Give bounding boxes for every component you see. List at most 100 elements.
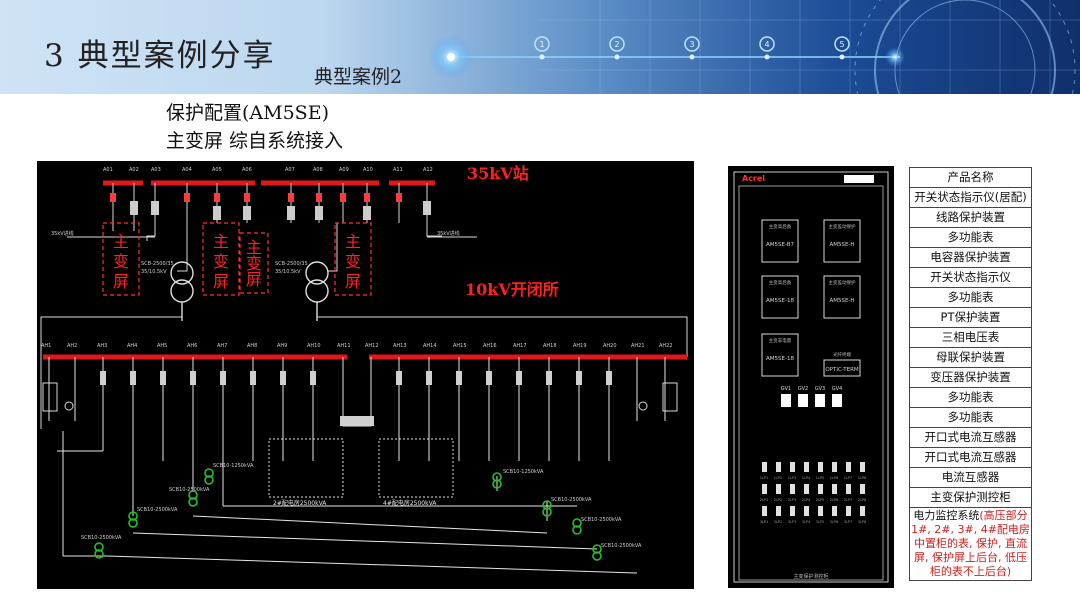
svg-text:主变差动保护: 主变差动保护 [829, 279, 856, 286]
config-title: 保护配置(AM5SE) [166, 102, 329, 124]
svg-text:AH12: AH12 [365, 343, 379, 349]
svg-text:4#配电房2500kVA: 4#配电房2500kVA [383, 499, 437, 507]
svg-text:AH15: AH15 [453, 343, 467, 349]
svg-text:SCB10-2500kVA: SCB10-2500kVA [551, 497, 592, 503]
svg-text:AH7: AH7 [217, 343, 227, 349]
svg-text:AH4: AH4 [127, 343, 137, 349]
switch-label: GV1 [781, 386, 791, 392]
svg-text:SCB10-2500kVA: SCB10-2500kVA [137, 507, 178, 513]
table-row: 母联保护装置 [909, 347, 1032, 368]
timeline-number: 3 [689, 40, 694, 49]
main-transformer-label: 变 [246, 254, 262, 273]
svg-text:2LP2: 2LP2 [774, 498, 783, 502]
svg-text:35kV进线: 35kV进线 [51, 230, 74, 237]
table-row: 多功能表 [909, 407, 1032, 428]
svg-text:SCB10-1250kVA: SCB10-1250kVA [213, 463, 254, 469]
table-row: 电容器保护装置 [909, 247, 1032, 268]
main-transformer-label: 变 [113, 252, 129, 271]
svg-text:SCB10-2500kVA: SCB10-2500kVA [81, 535, 122, 541]
svg-text:2LP5: 2LP5 [816, 498, 825, 502]
svg-text:A07: A07 [285, 167, 295, 173]
main-transformer-label: 屏 [213, 272, 229, 291]
main-transformer-label: 主 [113, 232, 129, 251]
switch-label: GV4 [832, 386, 842, 392]
svg-text:A04: A04 [182, 167, 192, 173]
svg-text:1LP6: 1LP6 [830, 476, 839, 480]
svg-text:A01: A01 [103, 167, 113, 173]
svg-text:35/10.5kV: 35/10.5kV [275, 269, 301, 275]
main-transformer-label: 屏 [113, 272, 129, 291]
table-row: 多功能表 [909, 387, 1032, 408]
svg-text:AH14: AH14 [423, 343, 437, 349]
svg-text:A03: A03 [151, 167, 161, 173]
table-row: PT保护装置 [909, 307, 1032, 328]
svg-text:3LP7: 3LP7 [844, 520, 853, 524]
svg-text:AH1: AH1 [41, 343, 51, 349]
svg-text:AH21: AH21 [631, 343, 645, 349]
svg-text:AH9: AH9 [277, 343, 287, 349]
svg-text:AH6: AH6 [187, 343, 197, 349]
product-table: 产品名称 开关状态指示仪(居配) 线路保护装置 多功能表 电容器保护装置 开关状… [909, 167, 1032, 581]
timeline-number: 1 [539, 40, 544, 49]
svg-text:2LP3: 2LP3 [788, 498, 797, 502]
svg-text:SCB10-2500kVA: SCB10-2500kVA [581, 517, 622, 523]
device-model: AM5SE-18 [766, 356, 794, 362]
svg-text:3LP3: 3LP3 [788, 520, 797, 524]
svg-text:A06: A06 [242, 167, 252, 173]
timeline-number: 4 [764, 40, 769, 49]
svg-text:AH17: AH17 [513, 343, 527, 349]
header-banner: 1 2 3 4 5 3 典型案例分享 典型案例2 [0, 0, 1080, 94]
device-model: AM5SE-H [829, 298, 854, 304]
svg-text:3LP6: 3LP6 [830, 520, 839, 524]
svg-text:3LP8: 3LP8 [858, 520, 867, 524]
main-transformer-label: 变 [345, 252, 361, 271]
svg-text:SCB-2500/35: SCB-2500/35 [141, 261, 174, 267]
config-subtitle: 主变屏 综自系统接入 [166, 130, 344, 152]
transformer-icon [170, 261, 329, 321]
main-transformer-label: 屏 [246, 270, 262, 289]
main-transformer-label: 主 [246, 238, 262, 257]
main-transformer-label: 主 [213, 232, 229, 251]
table-row: 三相电压表 [909, 327, 1032, 348]
table-row: 开口式电流互感器 [909, 427, 1032, 448]
table-row: 多功能表 [909, 287, 1032, 308]
air-switch-icon [781, 394, 842, 407]
svg-text:AH11: AH11 [337, 343, 351, 349]
svg-text:A02: A02 [129, 167, 139, 173]
svg-text:AH18: AH18 [543, 343, 557, 349]
section-title: 3 典型案例分享 [44, 38, 276, 74]
svg-text:3LP2: 3LP2 [774, 520, 783, 524]
note-lead: 电力监控系统 [913, 509, 980, 522]
table-row: 多功能表 [909, 227, 1032, 248]
svg-text:主变非电量: 主变非电量 [769, 337, 792, 344]
cabinet-bottom-label: 主变保护测控柜 [793, 573, 828, 580]
svg-text:35kV进线: 35kV进线 [437, 230, 460, 237]
device-model: AM5SE-B7 [766, 242, 795, 248]
label-10kv: 10kV开闭所 [465, 280, 559, 299]
svg-text:A05: A05 [212, 167, 222, 173]
dry-transformer-icon [94, 468, 602, 561]
svg-text:1LP5: 1LP5 [816, 476, 825, 480]
svg-text:A09: A09 [339, 167, 349, 173]
main-transformer-label: 变 [213, 252, 229, 271]
brand-logo: Acrel [742, 174, 765, 183]
svg-text:光纤终端: 光纤终端 [833, 351, 851, 358]
svg-text:SCB10-2500kVA: SCB10-2500kVA [169, 487, 210, 493]
main-transformer-label: 主 [345, 232, 361, 251]
svg-text:1LP8: 1LP8 [858, 476, 867, 480]
table-row: 线路保护装置 [909, 207, 1032, 228]
svg-text:AH5: AH5 [157, 343, 167, 349]
svg-text:2LP1: 2LP1 [760, 498, 769, 502]
table-note-row: 电力监控系统(高压部分1#, 2#, 3#, 4#配电房中置柜的表, 保护, 直… [909, 507, 1032, 581]
device-model: AM5SE-H [829, 242, 854, 248]
svg-text:1LP2: 1LP2 [774, 476, 783, 480]
label-35kv: 35kV站 [467, 164, 529, 183]
svg-text:2LP8: 2LP8 [858, 498, 867, 502]
table-row: 开口式电流互感器 [909, 447, 1032, 468]
svg-text:主变高后备: 主变高后备 [769, 279, 792, 286]
switch-label: GV3 [815, 386, 825, 392]
svg-text:AH2: AH2 [67, 343, 77, 349]
svg-text:AH13: AH13 [393, 343, 407, 349]
svg-text:1LP1: 1LP1 [760, 476, 769, 480]
